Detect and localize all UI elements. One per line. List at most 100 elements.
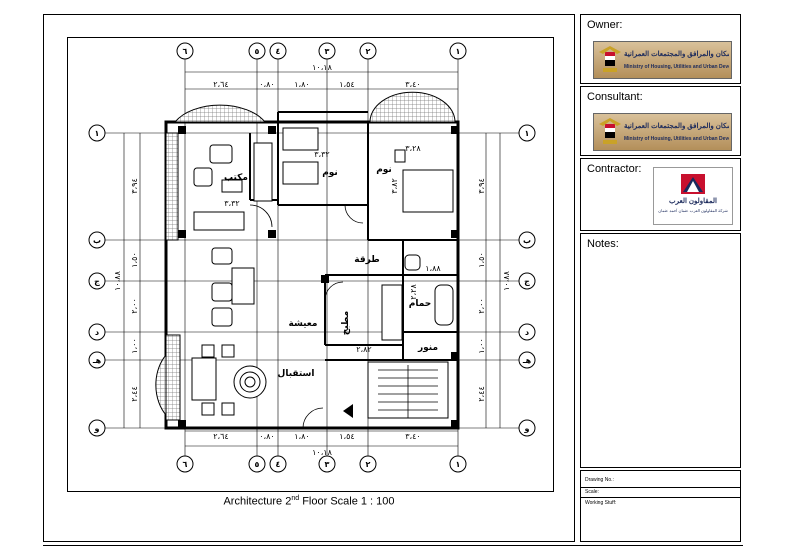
grid-row-left-1-circle	[88, 124, 106, 142]
room-reception: استقبال	[278, 369, 315, 379]
drawing-sheet	[43, 14, 575, 542]
grid-col-top-6-label: ١	[456, 47, 461, 56]
grid-row-right-4-label: د	[525, 328, 529, 337]
dim-left-seg-3: ٢،٠٠	[130, 298, 139, 313]
dim-inner-6: ٢،٢٨	[409, 284, 418, 300]
title-suffix: Floor Scale 1 : 100	[299, 495, 395, 508]
dim-bottom-seg-4: ١،٥٤	[339, 432, 354, 441]
eagle-icon	[599, 118, 621, 144]
grid-col-bottom-3-label: ٤	[276, 460, 281, 469]
grid-col-bottom-1-circle	[176, 455, 194, 473]
contractor-logo-text: المقاولون العرب	[669, 198, 717, 205]
consultant-label: Consultant:	[587, 91, 643, 103]
grid-col-bottom-4-circle	[318, 455, 336, 473]
dim-right-seg-5: ٢،٤٤	[477, 386, 486, 401]
room-office: مكتب	[224, 173, 248, 183]
grid-row-right-1-label: ١	[525, 129, 530, 138]
grid-row-left-3-label: ج	[94, 277, 100, 286]
contractor-label: Contractor:	[587, 163, 642, 175]
grid-row-left-5-circle	[88, 351, 106, 369]
grid-row-left-2-circle	[88, 231, 106, 249]
dim-top-seg-4: ١،٥٤	[339, 80, 354, 89]
contractor-panel: Contractor: المقاولون العرب شركة المقاول…	[580, 158, 741, 231]
dim-inner-2: ٣،٣٢	[314, 150, 329, 159]
grid-col-top-4-circle	[318, 42, 336, 60]
drawing-no-label: Drawing No.:	[585, 477, 614, 483]
grid-col-bottom-2-label: ٥	[255, 460, 260, 469]
eagle-icon	[599, 46, 621, 72]
dim-top-seg-3: ١،٨٠	[294, 80, 309, 89]
grid-row-left-2-label: ب	[93, 236, 101, 245]
grid-row-left-1-label: ١	[95, 129, 100, 138]
plan-area	[67, 37, 554, 492]
grid-row-left-6-circle	[88, 419, 106, 437]
dim-bottom-seg-3: ١،٨٠	[294, 432, 309, 441]
grid-col-bottom-5-circle	[359, 455, 377, 473]
grid-row-right-2-circle	[518, 231, 536, 249]
dim-right-overall: ١٠،٨٨	[502, 270, 511, 290]
title-prefix: Architecture 2	[223, 495, 292, 508]
grid-row-right-6-circle	[518, 419, 536, 437]
contractor-logo-sub: شركة المقاولون العرب عثمان أحمد عثمان	[658, 208, 728, 213]
room-bedroom-2: نوم	[376, 165, 392, 175]
dim-top-seg-1: ٢،٦٤	[213, 80, 228, 89]
working-stuff-label: Working Stuff:	[585, 500, 617, 506]
grid-col-bottom-5-label: ٢	[366, 460, 371, 469]
owner-logo: وزارة الإسكان والمرافق والمجتمعات العمرا…	[593, 41, 732, 79]
consultant-logo: وزارة الإسكان والمرافق والمجتمعات العمرا…	[593, 113, 732, 151]
dim-left-overall: ١٠،٨٨	[113, 270, 122, 290]
dim-inner-3: ٣،٣٢	[224, 199, 239, 208]
owner-label: Owner:	[587, 19, 623, 31]
consultant-logo-sub: Ministry of Housing, Utilities and Urban…	[624, 136, 729, 142]
dim-inner-1: ٣،٢٨	[405, 144, 421, 153]
grid-col-bottom-2-circle	[248, 455, 266, 473]
grid-col-top-3-label: ٤	[276, 47, 281, 56]
dim-left-seg-1: ٣،٩٤	[130, 178, 139, 193]
grid-col-top-1-circle	[176, 42, 194, 60]
dim-top-overall: ١٠،١٨	[312, 63, 332, 72]
grid-col-top-2-circle	[248, 42, 266, 60]
dim-bottom-seg-5: ٣،٤٠	[405, 432, 420, 441]
grid-row-right-4-circle	[518, 323, 536, 341]
grid-row-left-3-circle	[88, 272, 106, 290]
drawing-title: Architecture 2nd Floor Scale 1 : 100	[44, 495, 574, 508]
room-bedroom-1: نوم	[322, 168, 338, 178]
dim-inner-4: ٣،٨٢	[390, 178, 399, 193]
grid-col-bottom-6-label: ١	[456, 460, 461, 469]
grid-row-left-4-circle	[88, 323, 106, 341]
dim-top-seg-5: ٣،٤٠	[405, 80, 420, 89]
grid-col-top-3-circle	[269, 42, 287, 60]
dim-inner-7: ٢،٨٢	[356, 345, 371, 354]
grid-col-top-1-label: ٦	[183, 47, 188, 56]
dim-right-seg-4: ١،٠٠	[477, 338, 486, 353]
owner-logo-text: وزارة الإسكان والمرافق والمجتمعات العمرا…	[624, 51, 729, 58]
dim-left-seg-5: ٢،٤٤	[130, 386, 139, 401]
dim-bottom-seg-2: ٠،٨٠	[259, 432, 274, 441]
room-corridor: طرقة	[354, 255, 379, 265]
room-kitchen: مطبخ	[341, 311, 351, 336]
consultant-panel: Consultant: وزارة الإسكان والمرافق والمج…	[580, 86, 741, 156]
grid-col-bottom-3-circle	[269, 455, 287, 473]
info-divider-1	[581, 487, 740, 488]
notes-label: Notes:	[587, 238, 619, 250]
room-living: معيشة	[289, 319, 318, 329]
room-bath: حمام	[409, 299, 432, 309]
consultant-logo-text: وزارة الإسكان والمرافق والمجتمعات العمرا…	[624, 123, 729, 130]
contractor-logo: المقاولون العرب شركة المقاولون العرب عثم…	[653, 167, 733, 225]
bottom-rule	[43, 545, 743, 546]
dim-inner-5: ١،٨٨	[425, 264, 441, 273]
scale-label: Scale:	[585, 489, 599, 495]
grid-row-right-6-label: و	[524, 424, 530, 433]
owner-logo-sub: Ministry of Housing, Utilities and Urban…	[624, 64, 729, 70]
owner-panel: Owner: وزارة الإسكان والمرافق والمجتمعات…	[580, 14, 741, 84]
title-sup: nd	[291, 495, 300, 502]
dim-left-seg-2: ١،٥٠	[130, 252, 139, 267]
grid-col-top-6-circle	[449, 42, 467, 60]
grid-row-right-3-circle	[518, 272, 536, 290]
grid-col-top-4-label: ٣	[325, 47, 330, 56]
dim-bottom-overall: ١٠،١٨	[312, 448, 332, 457]
